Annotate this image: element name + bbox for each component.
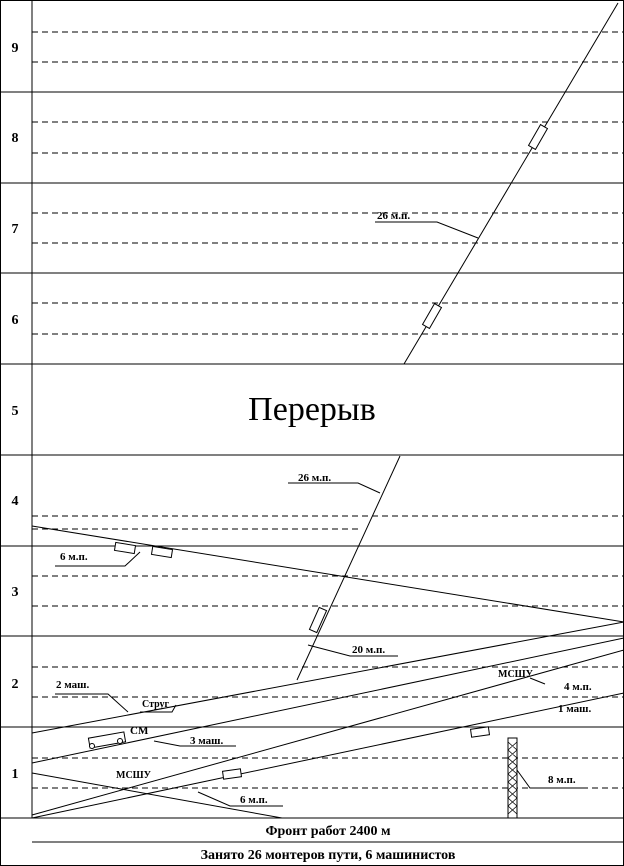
hour-label-8: 8 [12,131,19,146]
hour-labels: 9 8 7 6 5 4 3 2 1 [12,41,19,782]
break-label: Перерыв [248,391,376,428]
leader-lines [55,221,588,807]
label-4mp: 4 м.п. [564,681,592,693]
hour-label-6: 6 [12,313,19,328]
label-8mp: 8 м.п. [548,774,576,786]
wheel [89,743,95,749]
footer-front-of-work: Фронт работ 2400 м [265,824,391,839]
label-2mash: 2 маш. [56,679,89,691]
label-strug: Струг [142,699,170,710]
label-sm: СМ [130,725,149,737]
hour-separators [0,91,624,843]
hour-label-3: 3 [12,585,19,600]
crew-line-6mp-bottom [31,772,283,819]
label-1mash: 1 маш. [558,703,591,715]
crew-line-lower [296,455,401,681]
leader-msshu-right [529,677,546,685]
sm-line [31,637,624,764]
label-msshu-right: МСШУ [498,669,534,680]
label-6mp-bottom: 6 м.п. [240,794,268,806]
annotation-labels: 26 м.п. 26 м.п. 6 м.п. 20 м.п. 2 маш. Ст… [56,210,592,806]
label-26mp-lower: 26 м.п. [298,472,331,484]
msshu-line-left [31,692,624,819]
machine-marker [469,726,491,738]
label-msshu-left: МСШУ [116,770,152,781]
column-hatching [507,741,518,815]
machine-marker [150,545,174,559]
markers [113,123,549,780]
support-column [507,737,518,819]
strug-line [31,621,624,734]
machine-marker [221,768,243,780]
leader-8mp [516,769,588,789]
hour-label-4: 4 [12,494,19,509]
hour-label-5: 5 [12,404,19,419]
dashed-gridlines [32,31,624,789]
leader-strug [140,704,177,713]
hour-label-1: 1 [12,767,19,782]
leader-3mash [153,740,236,747]
label-26mp-upper: 26 м.п. [377,210,410,222]
crew-line-upper [403,2,619,365]
footer-staffing: Занято 26 монтеров пути, 6 машинистов [201,848,456,863]
crew-marker [421,302,443,330]
machine-marker [113,541,137,555]
leader-26mp-upper [375,221,479,239]
crew-line-6mp-return [31,525,624,623]
hour-label-7: 7 [12,222,19,237]
crew-marker [527,123,549,151]
leader-6mp-top [55,551,141,567]
hour-label-2: 2 [12,677,19,692]
leader-6mp-bottom [197,791,283,807]
strug-body [87,731,127,749]
label-3mash: 3 маш. [190,735,223,747]
label-6mp-top: 6 м.п. [60,551,88,563]
leader-26mp-lower [288,482,381,494]
label-20mp: 20 м.п. [352,644,385,656]
msshu-line-right [31,649,624,816]
work-lines [31,2,624,819]
crew-marker [308,606,328,634]
hour-label-9: 9 [12,41,19,56]
leader-20mp [307,644,398,657]
leader-2mash [55,693,129,713]
wheel [117,738,123,744]
strug-machine-icon [87,731,127,749]
